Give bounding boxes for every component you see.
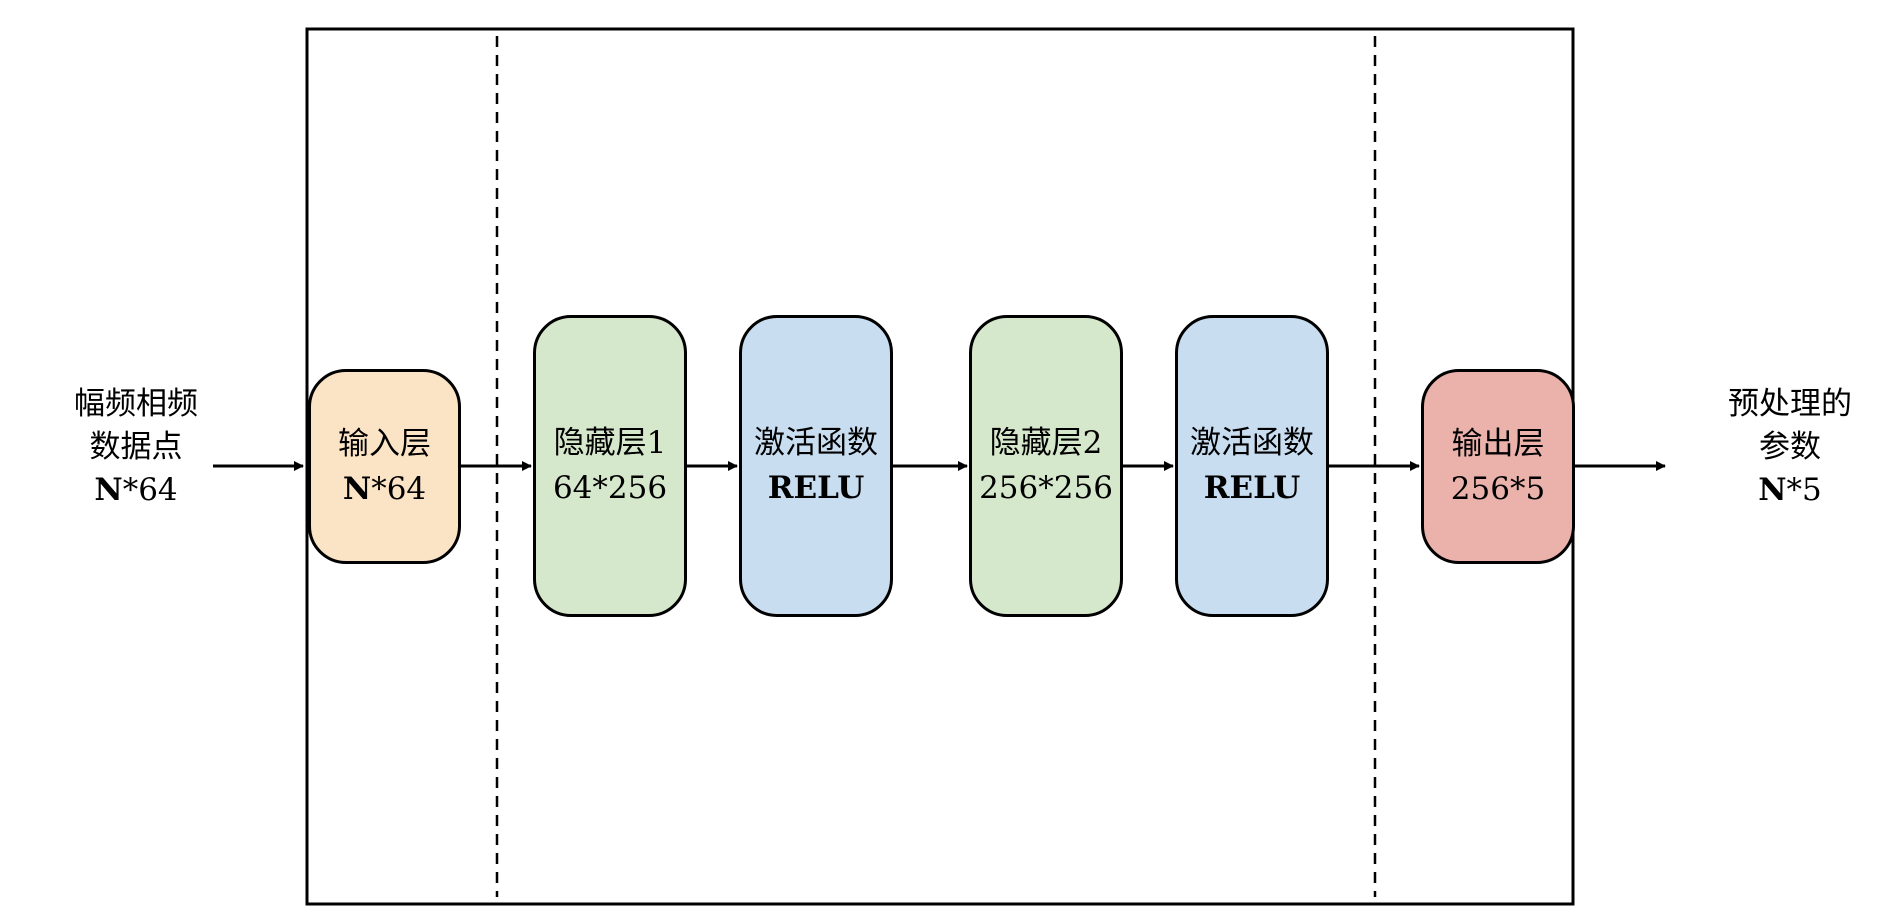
output-label-line2: 参数 xyxy=(1759,428,1821,465)
block-title: 隐藏层2 xyxy=(989,425,1103,462)
block-activation-1: 激活函数 RELU xyxy=(739,315,893,617)
input-dim-rest: *64 xyxy=(122,471,178,508)
output-label-dim: N*5 xyxy=(1700,469,1880,512)
block-hidden-layer-2: 隐藏层2 256*256 xyxy=(969,315,1123,617)
block-title: 输出层 xyxy=(1451,425,1545,462)
block-sub: RELU xyxy=(1204,466,1301,511)
block-title: 激活函数 xyxy=(1190,425,1314,462)
block-hidden-layer-1: 隐藏层1 64*256 xyxy=(533,315,687,617)
block-sub: 64*256 xyxy=(553,466,667,511)
block-activation-2: 激活函数 RELU xyxy=(1175,315,1329,617)
block-sub-bold: RELU xyxy=(767,470,865,506)
output-label: 预处理的 参数 N*5 xyxy=(1700,383,1880,511)
input-label-line2: 数据点 xyxy=(89,428,183,465)
block-output-layer: 输出层 256*5 xyxy=(1421,369,1575,564)
output-dim-rest: *5 xyxy=(1786,471,1822,508)
input-dim-bold: N xyxy=(94,471,123,508)
output-label-line1: 预处理的 xyxy=(1728,386,1852,422)
input-label: 幅频相频 数据点 N*64 xyxy=(46,383,226,511)
block-sub: N*64 xyxy=(343,467,426,512)
block-title: 激活函数 xyxy=(754,425,878,462)
block-sub-bold: N xyxy=(342,470,372,507)
block-sub-rest: *64 xyxy=(371,470,427,507)
block-sub: 256*5 xyxy=(1451,467,1545,512)
input-label-line1: 幅频相频 xyxy=(74,386,198,422)
block-sub: 256*256 xyxy=(979,466,1113,511)
block-sub: RELU xyxy=(768,466,865,511)
block-sub-rest: 64*256 xyxy=(552,470,668,506)
block-sub-rest: 256*5 xyxy=(1450,470,1546,507)
block-sub-bold: RELU xyxy=(1203,470,1301,506)
input-label-dim: N*64 xyxy=(46,469,226,512)
block-title: 输入层 xyxy=(338,425,431,462)
block-title: 隐藏层1 xyxy=(553,425,667,462)
block-sub-rest: 256*256 xyxy=(979,470,1113,506)
output-dim-bold: N xyxy=(1758,471,1787,508)
block-input-layer: 输入层 N*64 xyxy=(308,369,461,564)
